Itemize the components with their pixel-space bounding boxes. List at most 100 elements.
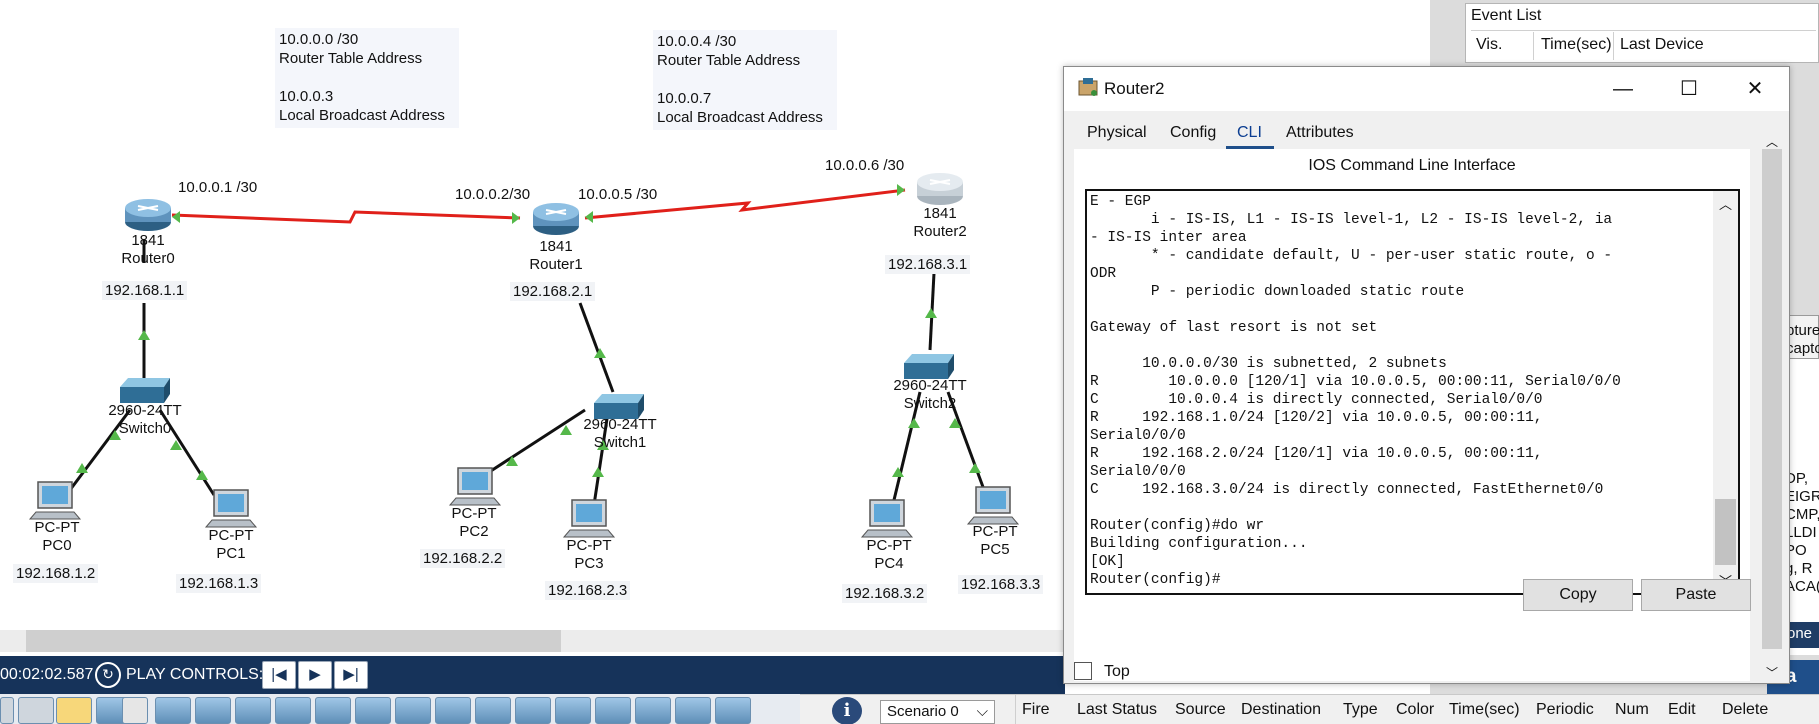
console-output[interactable]: E - EGP i - IS-IS, L1 - IS-IS level-1, L… [1090, 194, 1621, 588]
column-last-device[interactable]: Last Device [1620, 36, 1704, 53]
switch1-label[interactable]: 2960-24TT Switch1 [570, 416, 670, 452]
router-model-icon[interactable] [235, 697, 271, 724]
device-category-icon[interactable] [18, 697, 54, 724]
serial-ip-router1-left: 10.0.0.2/30 [455, 186, 531, 203]
pc3-label[interactable]: PC-PT PC3 [558, 537, 620, 573]
switch0-label[interactable]: 2960-24TT Switch0 [95, 402, 195, 438]
pc0-label[interactable]: PC-PT PC0 [26, 519, 88, 555]
pc-icon-pc4 [860, 499, 914, 538]
pc2-label[interactable]: PC-PT PC2 [443, 505, 505, 541]
filter-text: DP, [1785, 470, 1809, 487]
scrollbar-thumb[interactable] [1715, 499, 1736, 565]
tab-attributes[interactable]: Attributes [1286, 124, 1354, 141]
router2-window: Router2 — ☐ ✕ Physical Config CLI Attrib… [1063, 66, 1790, 684]
column-num[interactable]: Num [1615, 701, 1649, 718]
pc5-label[interactable]: PC-PT PC5 [964, 523, 1026, 559]
tab-physical[interactable]: Physical [1087, 124, 1147, 141]
console-scrollbar[interactable]: ︿ ﹀ [1713, 191, 1738, 593]
pc5-name: PC5 [980, 541, 1010, 558]
close-icon[interactable]: ✕ [1746, 78, 1764, 100]
router0-label[interactable]: 1841 Router0 [108, 232, 188, 268]
pc-icon-pc1 [204, 489, 258, 528]
router-model-icon[interactable] [475, 697, 511, 724]
show-all-none-button[interactable]: one [1785, 622, 1819, 648]
column-periodic[interactable]: Periodic [1536, 701, 1594, 718]
note-broadcast-address: 10.0.0.7 [657, 90, 712, 107]
router-model-icon[interactable] [315, 697, 351, 724]
serial-ip-router1-right: 10.0.0.5 /30 [578, 186, 658, 203]
chevron-up-icon[interactable]: ︿ [1719, 197, 1733, 212]
cli-console[interactable]: E - EGP i - IS-IS, L1 - IS-IS level-1, L… [1085, 189, 1740, 595]
lightning-icon[interactable] [56, 697, 92, 724]
router-model-icon[interactable] [155, 697, 191, 724]
ethernet-links [68, 240, 985, 506]
serial-ip-router2: 10.0.0.6 /30 [825, 157, 905, 174]
router-model-icon[interactable] [195, 697, 231, 724]
column-fire[interactable]: Fire [1022, 701, 1050, 718]
column-destination[interactable]: Destination [1241, 701, 1322, 718]
pc4-label[interactable]: PC-PT PC4 [858, 537, 920, 573]
pc4-ip: 192.168.3.2 [842, 584, 928, 603]
window-titlebar[interactable]: Router2 — ☐ ✕ [1064, 67, 1789, 111]
tab-config[interactable]: Config [1170, 124, 1217, 141]
note-subnet-2[interactable]: 10.0.0.4 /30 Router Table Address 10.0.0… [653, 30, 837, 130]
router2-name: Router2 [913, 223, 967, 240]
device-category-icon[interactable] [122, 697, 148, 724]
scenario-select[interactable]: Scenario 0⌵ [880, 700, 995, 724]
pc1-label[interactable]: PC-PT PC1 [200, 527, 262, 563]
router-model-icon[interactable] [435, 697, 471, 724]
device-tray [0, 694, 800, 724]
top-checkbox[interactable] [1074, 662, 1092, 680]
pc0-type: PC-PT [34, 519, 80, 536]
copy-button[interactable]: Copy [1523, 579, 1633, 611]
column-time[interactable]: Time(sec) [1449, 701, 1520, 718]
router-model-icon[interactable] [675, 697, 711, 724]
pc0-name: PC0 [42, 537, 72, 554]
skip-forward-icon[interactable]: ▶| [334, 661, 368, 689]
window-scrollbar[interactable]: ︿ ﹀ [1760, 135, 1784, 681]
column-time[interactable]: Time(sec) [1541, 36, 1612, 53]
column-last-status[interactable]: Last Status [1077, 701, 1158, 718]
scrollbar-thumb[interactable] [1762, 149, 1782, 649]
router-model-icon[interactable] [355, 697, 391, 724]
chevron-up-icon[interactable]: ︿ [1766, 135, 1779, 149]
column-source[interactable]: Source [1175, 701, 1226, 718]
router-model-icon[interactable] [395, 697, 431, 724]
pc5-ip: 192.168.3.3 [958, 575, 1044, 594]
router-model-icon[interactable] [595, 697, 631, 724]
paste-button[interactable]: Paste [1641, 579, 1751, 611]
active-tab-indicator [1226, 146, 1274, 149]
router-model-icon[interactable] [715, 697, 751, 724]
router2-label[interactable]: 1841 Router2 [900, 205, 980, 241]
column-delete[interactable]: Delete [1722, 701, 1769, 718]
router-model-icon[interactable] [275, 697, 311, 724]
skip-back-icon[interactable]: |◀ [262, 661, 296, 689]
workspace-horizontal-scrollbar[interactable] [0, 630, 1065, 652]
column-vis[interactable]: Vis. [1476, 36, 1503, 53]
column-edit[interactable]: Edit [1668, 701, 1696, 718]
column-color[interactable]: Color [1396, 701, 1435, 718]
tab-cli[interactable]: CLI [1237, 124, 1262, 141]
scrollbar-thumb[interactable] [26, 630, 561, 652]
router-model-icon[interactable] [635, 697, 671, 724]
pc1-type: PC-PT [208, 527, 254, 544]
event-list-panel: Event List Vis. Time(sec) Last Device [1465, 3, 1819, 63]
maximize-icon[interactable]: ☐ [1680, 78, 1698, 100]
pc3-type: PC-PT [566, 537, 612, 554]
capture-button[interactable]: pture capto [1785, 315, 1819, 359]
chevron-down-icon[interactable]: ﹀ [1766, 666, 1779, 680]
reset-time-icon[interactable]: ↻ [95, 662, 121, 688]
router-model-icon[interactable] [515, 697, 551, 724]
info-icon[interactable]: i [832, 697, 862, 724]
note-subnet-1[interactable]: 10.0.0.0 /30 Router Table Address 10.0.0… [275, 28, 459, 128]
switch2-label[interactable]: 2960-24TT Switch2 [880, 377, 980, 413]
column-type[interactable]: Type [1343, 701, 1378, 718]
router1-label[interactable]: 1841 Router1 [516, 238, 596, 274]
play-icon[interactable]: ▶ [298, 661, 332, 689]
minimize-icon[interactable]: — [1613, 78, 1633, 100]
router-model-icon[interactable] [555, 697, 591, 724]
top-label: Top [1104, 663, 1130, 680]
note-subnet-address: 10.0.0.0 /30 [279, 31, 359, 48]
device-category-icon[interactable] [0, 697, 14, 724]
